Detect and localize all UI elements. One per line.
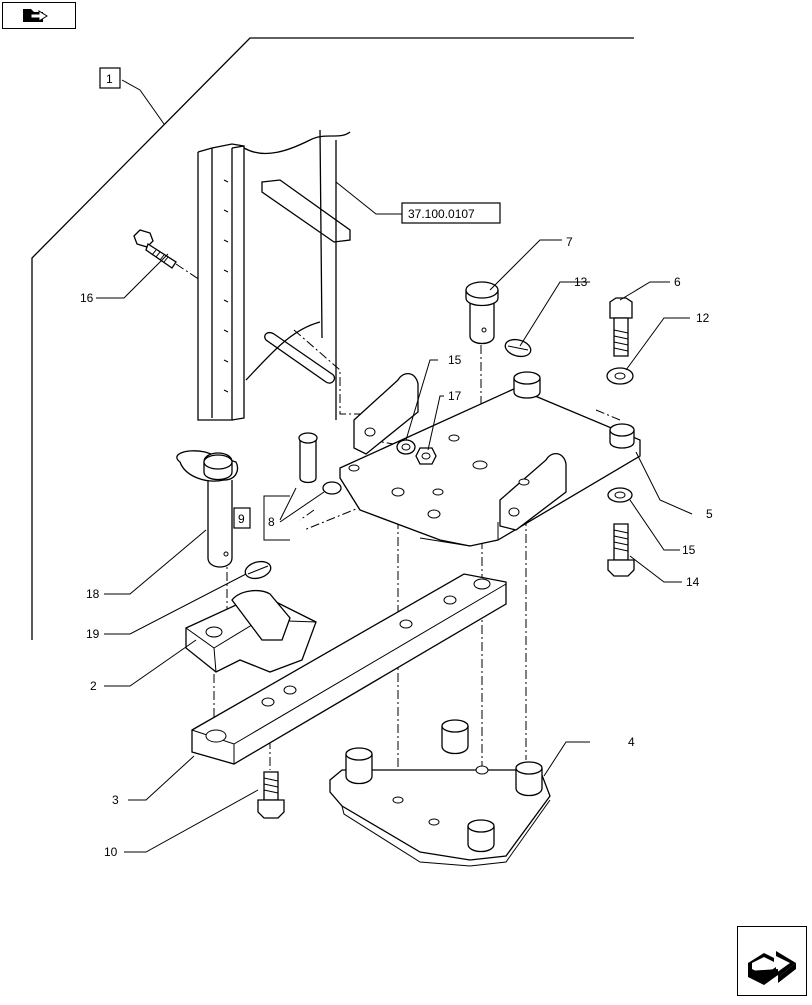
drawbar-3 [191,573,507,765]
cross-reference-link[interactable]: 37.100.0107 [408,207,475,221]
bolt-16 [133,229,201,281]
bolt-6 [609,297,633,357]
washer-15-lower [607,487,633,503]
bolt-10 [257,771,285,819]
callout-18: 18 [86,587,100,601]
group-reference-box [99,67,121,89]
cross-reference-leader [335,181,402,215]
base-plate-4 [329,719,551,867]
previous-page-button[interactable] [2,2,76,29]
pin-18 [176,450,239,568]
callout-7: 7 [566,235,573,249]
bolt-14 [607,523,635,577]
bracket-9 [263,495,290,541]
next-page-button[interactable] [737,926,807,996]
callout-15-lower: 15 [682,543,696,557]
callout-6: 6 [674,275,681,289]
block-2 [185,589,317,673]
folder-arrow-icon [23,9,48,22]
callout-9-box [233,507,251,529]
washer-12 [606,367,634,385]
group-reference-label: 1 [106,72,113,86]
clip-13 [504,338,532,358]
next-page-arrow-icon [748,951,796,985]
tractor-frame [197,129,351,421]
callout-3: 3 [112,793,119,807]
cross-reference-box[interactable] [401,202,501,224]
callout-13: 13 [574,275,588,289]
clip-19 [244,560,272,580]
callout-10: 10 [104,845,118,859]
callout-5: 5 [706,507,713,521]
callout-19: 19 [86,627,100,641]
callout-12: 12 [696,311,710,325]
nut-17 [415,447,437,465]
washer-15-upper [396,439,416,455]
pin-7 [465,281,499,345]
callout-17: 17 [448,389,462,403]
callout-16: 16 [80,291,94,305]
leader-lines [96,79,693,853]
callout-4: 4 [628,735,635,749]
bracket-plate-5 [339,371,641,547]
callout-8: 8 [268,515,275,529]
callout-15-upper: 15 [448,353,462,367]
callout-9: 9 [238,512,245,526]
callout-14: 14 [686,575,700,589]
callout-2: 2 [90,679,97,693]
pin-8 [298,432,342,495]
group-boundary-line [31,37,634,640]
